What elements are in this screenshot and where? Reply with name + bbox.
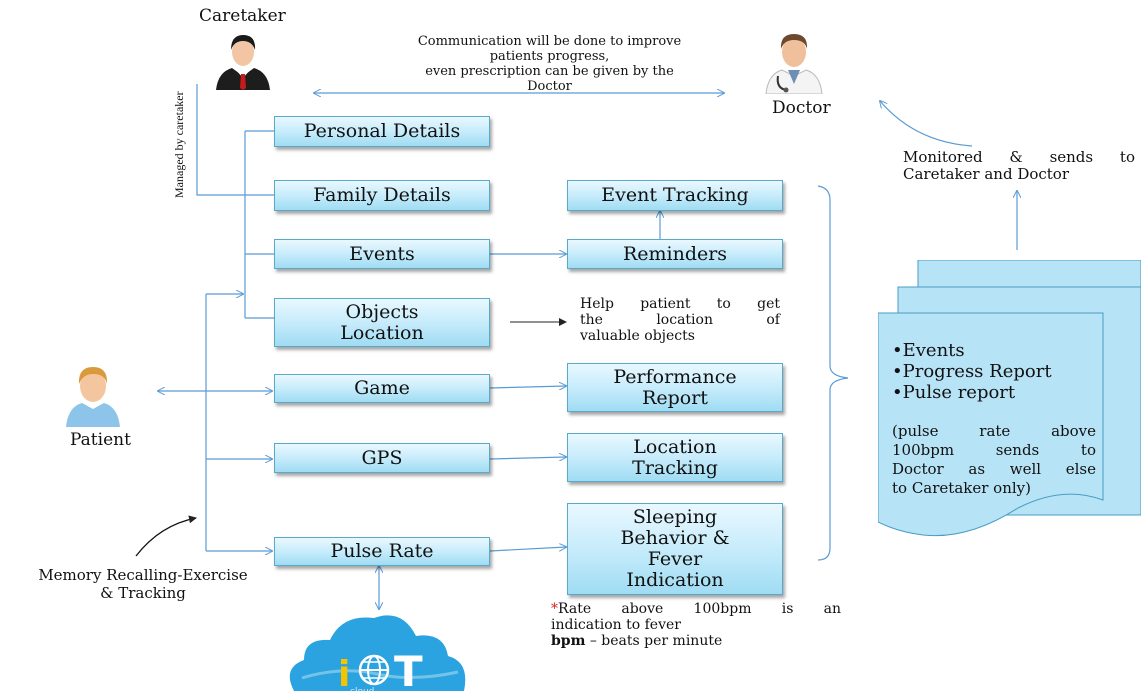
events-box: Events (274, 239, 490, 269)
objects-help-text: Help patient to get the location of valu… (580, 296, 780, 344)
iot-caption: cloud (350, 687, 374, 691)
event-tracking-box: Event Tracking (567, 180, 783, 211)
report-note: (pulse rate above 100bpm sends to Doctor… (892, 422, 1096, 497)
patient-label: Patient (70, 430, 131, 450)
doctor-label: Doctor (772, 98, 831, 118)
outputs-bracket (817, 185, 849, 561)
personal-details-box: Personal Details (274, 116, 490, 147)
caretaker-label: Caretaker (199, 6, 286, 26)
memory-recalling-label: Memory Recalling-Exercise & Tracking (38, 566, 248, 602)
game-box: Game (274, 374, 490, 403)
report-bullets: •Events •Progress Report •Pulse report (892, 340, 1052, 403)
sleeping-behavior-box: Sleeping Behavior & Fever Indication (567, 503, 783, 595)
performance-report-box: Performance Report (567, 363, 783, 412)
caretaker-icon (216, 35, 270, 90)
doctor-icon (765, 34, 823, 94)
location-tracking-box: Location Tracking (567, 433, 783, 482)
footnote-star: * (551, 601, 558, 617)
monitored-note: Monitored & sends to Caretaker and Docto… (903, 148, 1135, 183)
gps-box: GPS (274, 443, 490, 473)
family-details-box: Family Details (274, 180, 490, 211)
patient-icon (66, 367, 120, 427)
iot-cloud-logo: i T cloud (289, 615, 466, 691)
reminders-box: Reminders (567, 239, 783, 269)
caretaker-line (196, 84, 274, 196)
managed-by-caretaker-label: Managed by caretaker (172, 91, 186, 198)
fever-footnote: *Rate above 100bpm is an indication to f… (551, 601, 841, 649)
objects-location-box: Objects Location (274, 298, 490, 347)
iot-letter-t: T (394, 647, 423, 691)
report-document-stack (878, 260, 1141, 537)
communication-note: Communication will be done to improve pa… (417, 34, 682, 94)
pulse-rate-box: Pulse Rate (274, 537, 490, 566)
iot-letter-i: i (338, 654, 350, 691)
